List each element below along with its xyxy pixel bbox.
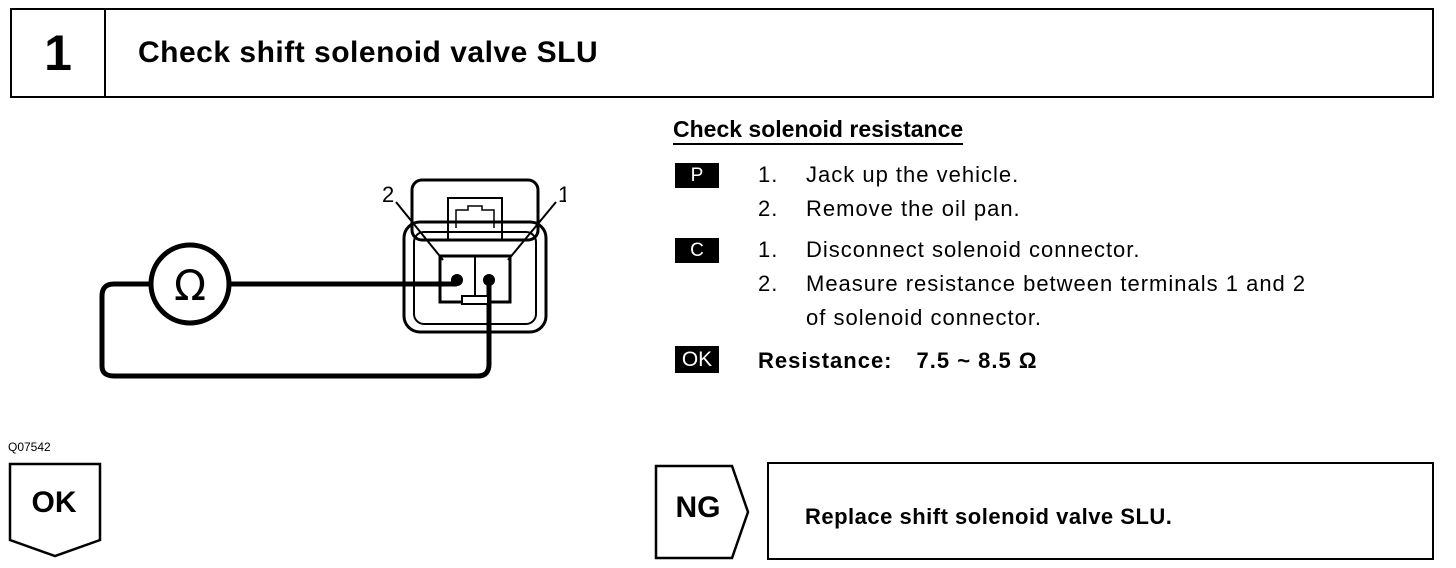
- terminal-1-leader: [507, 201, 557, 261]
- connector-diagram: Ω 2 1: [99, 178, 566, 379]
- resistance-label: Resistance:: [758, 348, 893, 373]
- probe-lead-bottom: [99, 281, 492, 379]
- resistance-spec: Resistance: 7.5 ~ 8.5 Ω: [758, 348, 1038, 374]
- ohmmeter-icon: Ω: [148, 242, 232, 326]
- step-number: 1: [12, 10, 106, 96]
- ng-arrow-icon: [654, 464, 750, 560]
- ng-branch-label: NG: [675, 491, 721, 524]
- procedure-title: Check solenoid resistance: [673, 116, 964, 145]
- ok-branch-label: OK: [31, 486, 77, 519]
- ok-arrow-icon: [8, 462, 102, 558]
- ng-action-text: Replace shift solenoid valve SLU.: [805, 504, 1173, 529]
- check-tag: C: [675, 238, 719, 263]
- step-header: 1 Check shift solenoid valve SLU: [10, 8, 1434, 98]
- svg-text:Ω: Ω: [174, 261, 206, 310]
- terminal-1-label: 1: [558, 182, 566, 207]
- step-title: Check shift solenoid valve SLU: [138, 36, 599, 69]
- solenoid-connector-icon: [402, 178, 548, 334]
- terminal-2-label: 2: [382, 182, 394, 207]
- figure-code: Q07542: [8, 440, 51, 454]
- preparation-tag: P: [675, 163, 719, 188]
- check-step-2-continuation: of solenoid connector.: [806, 305, 1043, 330]
- ng-action-box: Replace shift solenoid valve SLU.: [767, 462, 1434, 560]
- terminal-2-leader: [395, 201, 444, 261]
- ok-spec-tag: OK: [675, 346, 719, 373]
- resistance-value: 7.5 ~ 8.5 Ω: [916, 348, 1038, 373]
